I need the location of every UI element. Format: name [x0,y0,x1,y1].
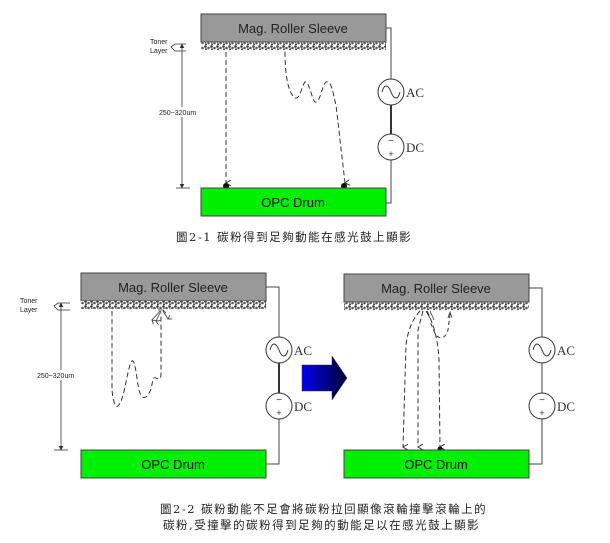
toner-label-line1: Toner [20,298,38,305]
sine-wave-icon [381,85,401,99]
gap-label-bg [36,370,84,380]
sine-wave-icon [532,343,552,357]
roller-label: Mag. Roller Sleeve [118,280,228,295]
drum-label: OPC Drum [404,457,468,472]
toner-path [418,310,424,447]
dc-minus: − [539,395,545,406]
figure-2-2-right: Mag. Roller Sleeve OPC Drum AC − + DC [343,273,575,479]
gap-label: 250~320um [159,110,196,117]
opc-drum [80,449,267,479]
figure-2-2-caption-line1: 圖2-2 碳粉動能不足會將碳粉拉回顯像滾輪撞擊滾輪上的 [160,502,488,516]
gap-label: 250~320um [37,373,74,380]
dc-plus: + [539,408,544,418]
dc-plus: + [276,408,281,418]
opc-drum [200,187,387,217]
toner-layer [81,301,266,309]
dc-minus: − [276,395,282,406]
impact-scatter-icon [425,310,453,321]
toner-layer [201,42,386,50]
toner-label-line2: Layer [150,48,168,55]
ac-label: AC [557,343,575,358]
gap-arrow-bottom-icon [179,183,185,189]
figure-2-2-left-circuit: AC − + DC [265,286,312,465]
dc-source-icon [377,133,405,161]
impact-scatter-icon [152,309,168,321]
gap-arrow-top-icon [179,43,185,49]
circuit-wire [266,286,280,465]
toner-label-line2: Layer [20,307,38,314]
figure-2-1: Mag. Roller Sleeve Toner Layer 250~320um… [150,13,424,217]
toner-layer-bracket [170,43,186,52]
roller-label: Mag. Roller Sleeve [381,281,491,296]
dc-minus: − [388,136,394,147]
drum-label: OPC Drum [261,195,325,210]
dc-source-icon [528,392,556,420]
toner-layer [344,302,529,310]
circuit-wire [529,287,543,465]
figure-2-2-left: Mag. Roller Sleeve Toner Layer 250~320um [20,272,267,451]
figure-2-2-caption-line2: 碳粉,受撞擊的碳粉得到足夠的動能足以在感光鼓上顯影 [163,518,481,532]
right-arrow-icon [301,355,348,401]
sine-wave-icon [269,343,289,357]
mag-roller-sleeve [343,273,530,303]
toner-path-returning [111,311,162,407]
toner-path [403,310,421,447]
dc-source-icon [265,392,293,420]
mag-roller-sleeve [200,13,387,43]
toner-path-returning [429,313,451,339]
toner-label-line1: Toner [150,39,168,46]
ac-label: AC [294,343,312,358]
gap-arrow-top-icon [58,302,64,308]
toner-path [426,310,440,447]
drum-label: OPC Drum [141,457,205,472]
toner-path-oscillating [284,51,345,183]
dc-label: DC [557,399,575,414]
gap-label-bg [158,107,208,117]
dc-plus: + [388,149,393,159]
dc-label: DC [294,399,312,414]
toner-layer-bracket [53,302,70,311]
ac-label: AC [406,85,424,100]
roller-label: Mag. Roller Sleeve [238,21,348,36]
opc-drum [343,449,530,479]
gap-arrow-bottom-icon [58,445,64,451]
figure-2-1-caption: 圖2-1 碳粉得到足夠動能在感光鼓上顯影 [176,230,413,244]
dc-label: DC [406,140,424,155]
